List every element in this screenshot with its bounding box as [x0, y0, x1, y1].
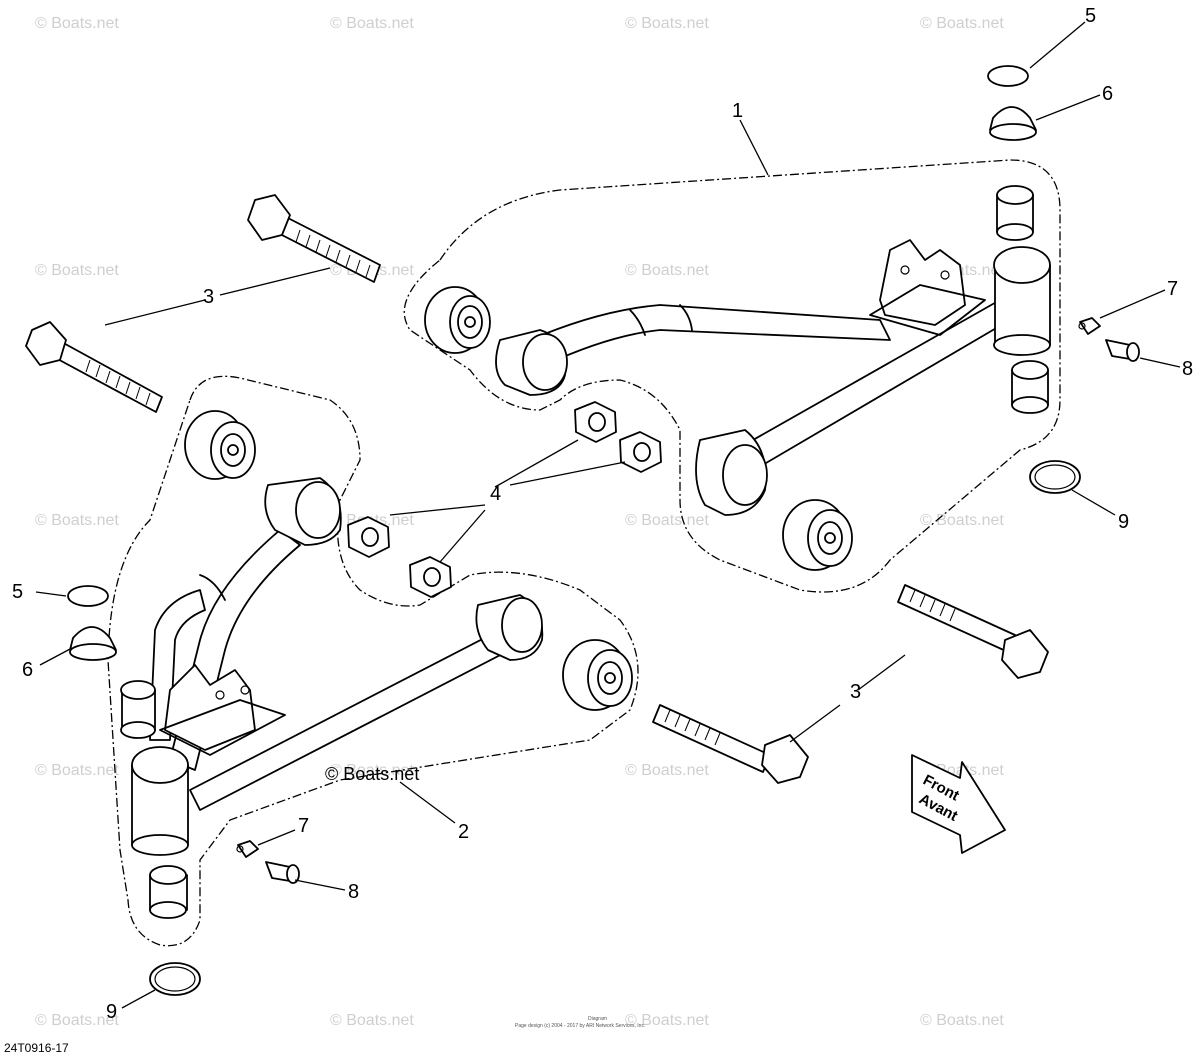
ring-9-left [149, 962, 201, 996]
watermark-layer: © Boats.net © Boats.net © Boats.net © Bo… [35, 15, 1004, 1029]
nut [574, 401, 617, 443]
sleeve-8-upper [1105, 339, 1140, 362]
cap-6-lower [69, 626, 117, 661]
bolt-lower-left [25, 321, 163, 413]
watermark: © Boats.net [920, 512, 1004, 529]
grease-fitting-7-upper [1078, 317, 1101, 335]
watermark: © Boats.net [625, 512, 709, 529]
callout-6: 6 [22, 659, 33, 681]
watermark: © Boats.net [35, 512, 119, 529]
ring-9-right [1029, 460, 1081, 494]
callout-2: 2 [458, 821, 469, 843]
watermark: © Boats.net [625, 1012, 709, 1029]
watermark: © Boats.net [35, 762, 119, 779]
nut [409, 556, 452, 598]
leader-lines [35, 21, 1181, 1009]
sleeve-8-lower [265, 861, 300, 884]
ring-5-lower [67, 585, 109, 607]
cap-6-upper [989, 106, 1037, 141]
callout-5: 5 [1085, 5, 1096, 27]
lower-arm-group-outline [107, 375, 639, 947]
watermark: © Boats.net [35, 262, 119, 279]
callout-7: 7 [298, 815, 309, 837]
callout-8: 8 [1182, 358, 1193, 380]
diagram-code: 24T0916-17 [4, 1041, 69, 1055]
watermark: © Boats.net [920, 1012, 1004, 1029]
bolt-center [652, 704, 809, 784]
nut [347, 516, 390, 558]
watermark: © Boats.net [330, 762, 414, 779]
copyright-mark: © Boats.net [325, 764, 419, 784]
callout-9: 9 [1118, 511, 1129, 533]
watermark: © Boats.net [330, 15, 414, 32]
watermark: © Boats.net [330, 1012, 414, 1029]
callout-4: 4 [490, 483, 501, 505]
watermark: © Boats.net [35, 1012, 119, 1029]
watermark: © Boats.net [35, 15, 119, 32]
lower-a-arm [120, 410, 633, 919]
footer-line-2: Page design (c) 2004 - 2017 by ARI Netwo… [515, 1023, 645, 1029]
nut [619, 431, 662, 473]
callout-9: 9 [106, 1001, 117, 1023]
callout-6: 6 [1102, 83, 1113, 105]
watermark: © Boats.net [625, 262, 709, 279]
watermark: © Boats.net [625, 15, 709, 32]
footer-line-1: Diagram [588, 1016, 607, 1022]
callout-8: 8 [348, 881, 359, 903]
front-arrow: Front Avant [911, 754, 1006, 854]
watermark: © Boats.net [920, 15, 1004, 32]
callout-3: 3 [203, 286, 214, 308]
callout-5: 5 [12, 581, 23, 603]
grease-fitting-7-lower [236, 840, 259, 858]
callout-3: 3 [850, 681, 861, 703]
callouts: 1 5 6 3 7 8 4 9 5 6 3 7 2 8 9 [12, 5, 1193, 1023]
bolt-right [897, 584, 1049, 679]
callout-1: 1 [732, 100, 743, 122]
callout-7: 7 [1167, 278, 1178, 300]
upper-a-arm [424, 185, 1051, 571]
ring-5-upper [987, 65, 1029, 87]
upper-arm-group-outline [403, 159, 1061, 593]
watermark: © Boats.net [625, 762, 709, 779]
bolt-upper-left [247, 194, 381, 283]
